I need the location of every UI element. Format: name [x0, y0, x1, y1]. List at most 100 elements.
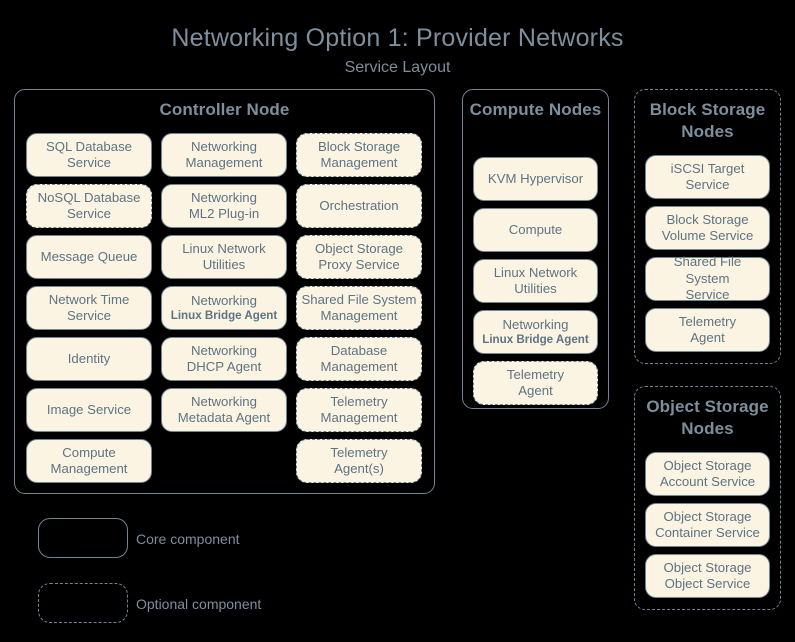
- service-box-controller-c2-r2-line1: Networking: [191, 189, 257, 205]
- legend-label-optional: Optional component: [136, 596, 262, 612]
- legend-swatch-core: [38, 518, 128, 558]
- service-box-controller-c1-r7-line2: Management: [50, 461, 128, 476]
- service-box-object-storage-2-line2: Container Service: [655, 525, 760, 540]
- service-box-block-storage-1-line1: iSCSI Target: [670, 160, 745, 176]
- service-box-controller-c3-r7-line1: Telemetry: [330, 444, 388, 460]
- service-box-compute-2[interactable]: Compute: [473, 208, 598, 252]
- service-box-controller-c2-r3-line2: Utilities: [202, 257, 246, 272]
- service-box-controller-c2-r4-line2: Linux Bridge Agent: [170, 308, 278, 322]
- service-box-block-storage-1-line2: Service: [685, 177, 730, 192]
- service-box-controller-c2-r1-line1: Networking: [191, 138, 257, 154]
- service-box-compute-1-line1: KVM Hypervisor: [487, 170, 584, 186]
- service-box-object-storage-3-line1: Object Storage: [663, 559, 752, 575]
- service-box-compute-1[interactable]: KVM Hypervisor: [473, 157, 598, 201]
- service-box-object-storage-2-line1: Object Storage: [663, 508, 752, 524]
- service-box-compute-5-line1: Telemetry: [506, 366, 565, 382]
- service-box-controller-c1-r3[interactable]: Message Queue: [26, 235, 152, 279]
- service-box-block-storage-2-line2: Volume Service: [661, 228, 754, 243]
- service-box-controller-c1-r5[interactable]: Identity: [26, 337, 152, 381]
- service-box-controller-c3-r6-line1: Telemetry: [330, 393, 388, 409]
- service-box-controller-c3-r3-line2: Proxy Service: [318, 257, 400, 272]
- page-subtitle: Service Layout: [344, 59, 451, 76]
- service-box-compute-3-line1: Linux Network: [493, 264, 578, 280]
- legend-swatch-optional: [38, 583, 128, 623]
- node-title-object-storage-nodes: Object Storage Nodes: [646, 397, 769, 439]
- service-box-controller-c3-r1-line1: Block Storage: [317, 138, 401, 154]
- service-box-compute-2-line1: Compute: [508, 221, 563, 237]
- service-box-block-storage-3-line1: Shared File System: [673, 254, 742, 286]
- service-box-controller-c2-r1-line2: Management: [185, 155, 263, 170]
- service-box-block-storage-4-line2: Agent: [690, 330, 725, 345]
- service-box-controller-c3-r6-line2: Management: [320, 410, 398, 425]
- service-box-controller-c3-r5-line2: Management: [320, 359, 398, 374]
- node-controller-node: Controller Node: [14, 89, 435, 494]
- service-box-controller-c2-r3-line1: Linux Network: [182, 240, 266, 256]
- service-box-controller-c3-r7-line2: Agent(s): [334, 461, 384, 476]
- service-box-controller-c3-r4-line1: Shared File System: [301, 291, 417, 307]
- service-box-object-storage-1-line1: Object Storage: [663, 457, 752, 473]
- node-title-controller-node: Controller Node: [159, 100, 290, 119]
- service-box-block-storage-4-line1: Telemetry: [678, 313, 737, 329]
- service-box-controller-c3-r5-line1: Database: [330, 342, 388, 358]
- service-box-controller-c1-r2-line1: NoSQL Database: [37, 189, 141, 205]
- service-box-controller-c1-r3-line1: Message Queue: [40, 248, 138, 264]
- service-box-controller-c3-r2[interactable]: Orchestration: [296, 184, 422, 228]
- service-box-compute-4-line1: Networking: [502, 316, 569, 332]
- legend-label-core: Core component: [136, 531, 240, 547]
- service-box-controller-c3-r4-line2: Management: [320, 308, 398, 323]
- service-box-controller-c1-r6[interactable]: Image Service: [26, 388, 152, 432]
- service-box-controller-c3-r3-line1: Object Storage: [315, 240, 403, 256]
- service-box-controller-c1-r2-line2: Service: [67, 206, 111, 221]
- service-box-block-storage-2-line1: Block Storage: [666, 211, 749, 227]
- service-box-controller-c1-r4-line2: Service: [67, 308, 111, 323]
- service-box-compute-3-line2: Utilities: [514, 281, 557, 296]
- service-box-block-storage-3-line2: Service: [685, 287, 730, 303]
- service-box-controller-c1-r1-line2: Service: [67, 155, 111, 170]
- service-box-controller-c1-r1-line1: SQL Database: [45, 138, 132, 154]
- node-object-storage-nodes: Object Storage Nodes: [634, 386, 781, 610]
- node-compute-nodes: Compute Nodes: [462, 89, 609, 409]
- service-box-controller-c2-r5-line2: DHCP Agent: [186, 359, 262, 374]
- service-box-controller-c2-r6-line1: Networking: [191, 393, 257, 409]
- service-box-controller-c1-r6-line1: Image Service: [46, 401, 132, 417]
- service-box-controller-c2-r6-line2: Metadata Agent: [177, 410, 271, 425]
- service-box-controller-c2-r5-line1: Networking: [191, 342, 257, 358]
- service-box-compute-4-line2: Linux Bridge Agent: [482, 332, 589, 346]
- service-box-controller-c1-r4-line1: Network Time: [48, 291, 130, 307]
- service-box-controller-c1-r5-line1: Identity: [67, 350, 111, 366]
- service-box-controller-c2-r4-line1: Networking: [191, 292, 257, 308]
- node-title-compute-nodes: Compute Nodes: [469, 100, 602, 119]
- service-box-compute-5-line2: Agent: [518, 383, 553, 398]
- service-box-controller-c3-r1-line2: Management: [320, 155, 398, 170]
- service-box-object-storage-1-line2: Account Service: [659, 474, 756, 489]
- service-box-controller-c3-r2-line1: Orchestration: [319, 197, 399, 213]
- service-box-object-storage-3-line2: Object Service: [664, 576, 751, 591]
